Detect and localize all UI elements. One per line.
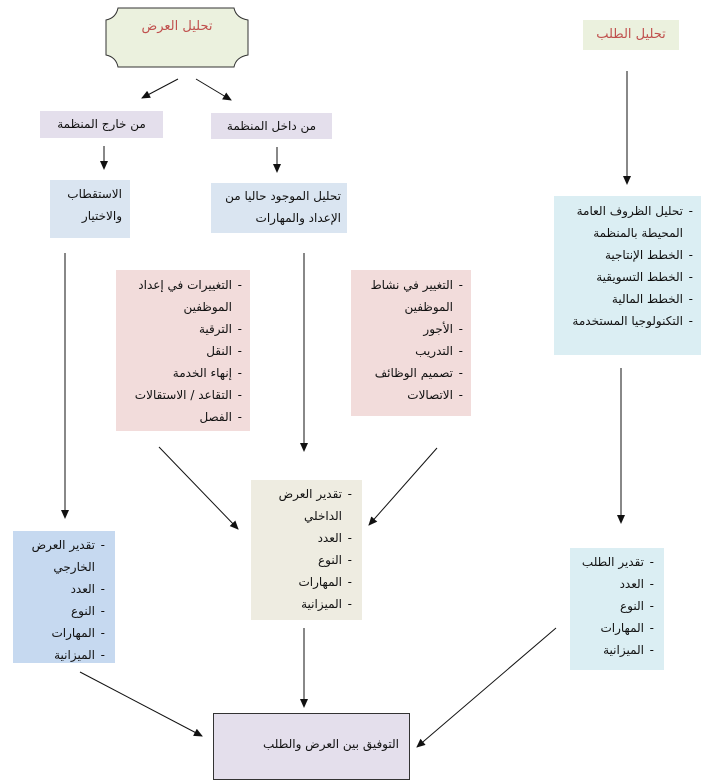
current-analysis-box: تحليل الموجود حاليا من الإعداد والمهارات	[211, 183, 347, 233]
list-item: الخطط الإنتاجية	[560, 244, 693, 266]
list-item: تحليل الظروف العامة المحيطة بالمنظمة	[560, 200, 693, 244]
list-item: تقدير العرض الخارجي	[17, 534, 105, 578]
list-item: الميزانية	[17, 644, 105, 666]
demand-estimate-box: تقدير الطلب العدد النوع المهارات الميزان…	[570, 548, 664, 670]
list-item: النقل	[120, 340, 242, 362]
general-conditions-box: تحليل الظروف العامة المحيطة بالمنظمة الخ…	[554, 196, 701, 355]
list-item: التقاعد / الاستقالات	[120, 384, 242, 406]
reconcile-box: التوفيق بين العرض والطلب	[213, 713, 410, 780]
external-supply-box: تقدير العرض الخارجي العدد النوع المهارات…	[13, 531, 115, 666]
current-analysis-text: تحليل الموجود حاليا من الإعداد والمهارات	[225, 189, 341, 225]
list-item: العدد	[255, 527, 352, 549]
list-item: المهارات	[255, 571, 352, 593]
list-item: المهارات	[17, 622, 105, 644]
list-item: إنهاء الخدمة	[120, 362, 242, 384]
arrow-external-supply-to-reconcile	[79, 671, 203, 737]
list-item: المهارات	[574, 617, 654, 639]
activity-changes-box: التغيير في نشاط الموظفين الأجور التدريب …	[351, 270, 471, 416]
internal-source-label: من داخل المنظمة	[226, 119, 317, 133]
list-item: الاتصالات	[355, 384, 463, 406]
list-item: النوع	[255, 549, 352, 571]
external-source-label: من خارج المنظمة	[57, 117, 146, 131]
demand-analysis-title: تحليل الطلب	[596, 27, 666, 42]
list-item: التغييرات في إعداد الموظفين	[120, 274, 242, 318]
list-item: الخطط التسويقية	[560, 266, 693, 288]
internal-supply-box: تقدير العرض الداخلي العدد النوع المهارات…	[251, 480, 362, 620]
external-source-box: من خارج المنظمة	[40, 111, 163, 138]
list-item: التكنولوجيا المستخدمة	[560, 310, 693, 332]
list-item: الميزانية	[574, 639, 654, 661]
arrow-supply-to-external	[141, 78, 179, 99]
list-item: التدريب	[355, 340, 463, 362]
recruitment-box: الاستقطاب والاختيار	[50, 180, 130, 238]
demand-analysis-box: تحليل الطلب	[583, 20, 679, 50]
arrow-supply-to-internal	[195, 78, 232, 101]
list-item: الفصل	[120, 406, 242, 428]
list-item: الترقية	[120, 318, 242, 340]
list-item: العدد	[574, 573, 654, 595]
list-item: الأجور	[355, 318, 463, 340]
list-item: تقدير العرض الداخلي	[255, 483, 352, 527]
list-item: النوع	[574, 595, 654, 617]
list-item: النوع	[17, 600, 105, 622]
list-item: تقدير الطلب	[574, 551, 654, 573]
supply-analysis-title: تحليل العرض	[141, 19, 213, 34]
list-item: الخطط المالية	[560, 288, 693, 310]
arrow-staff-to-internal-supply	[158, 446, 239, 530]
reconcile-text: التوفيق بين العرض والطلب	[262, 737, 399, 751]
recruitment-text: الاستقطاب والاختيار	[67, 187, 122, 223]
staff-changes-box: التغييرات في إعداد الموظفين الترقية النق…	[116, 270, 250, 431]
internal-source-box: من داخل المنظمة	[211, 113, 332, 139]
list-item: العدد	[17, 578, 105, 600]
arrow-demand-estimate-to-reconcile	[416, 627, 557, 748]
list-item: تصميم الوظائف	[355, 362, 463, 384]
list-item: التغيير في نشاط الموظفين	[355, 274, 463, 318]
arrow-activity-to-internal-supply	[368, 447, 438, 526]
list-item: الميزانية	[255, 593, 352, 615]
